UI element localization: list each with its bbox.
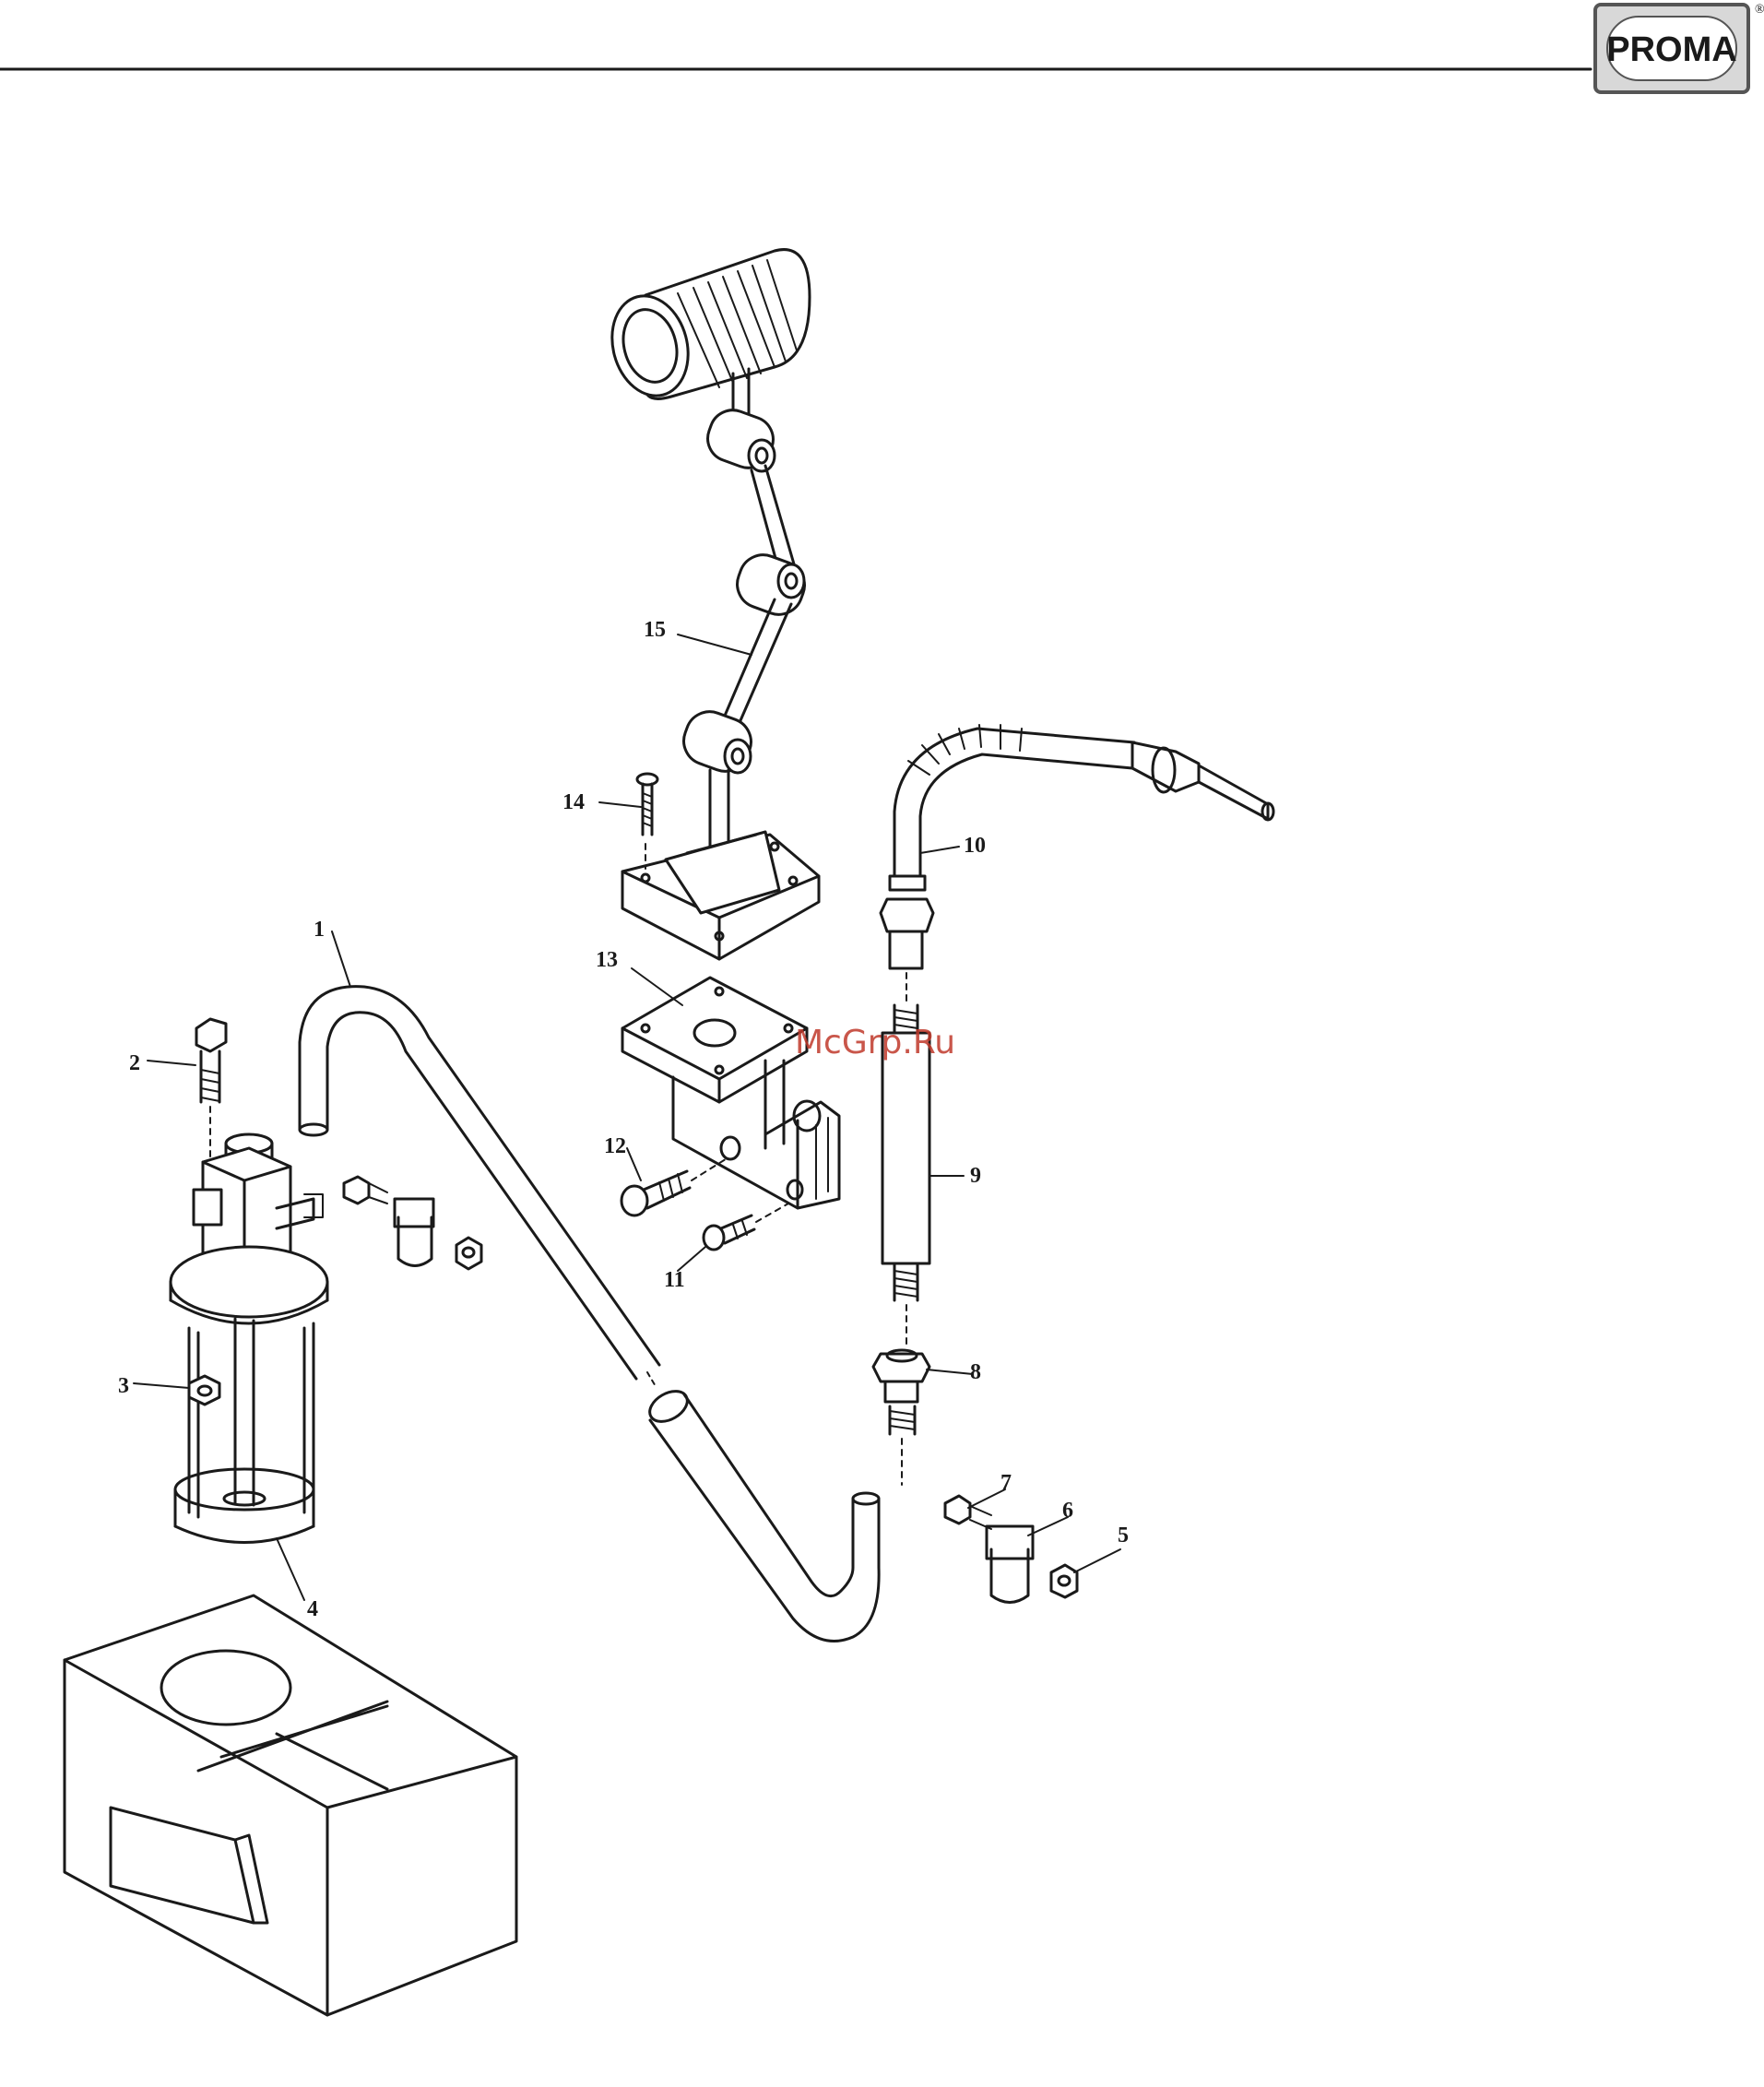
clamp-lower: [945, 1496, 1077, 1603]
screw-14: [637, 774, 657, 869]
lamp-assembly: [601, 250, 819, 959]
callout-7: 7: [1000, 1471, 1012, 1495]
flexible-nozzle-10: [881, 725, 1273, 968]
callout-11: 11: [664, 1268, 685, 1292]
callout-14: 14: [562, 790, 585, 814]
callout-3: 3: [118, 1374, 129, 1398]
callout-2: 2: [129, 1051, 140, 1075]
logo-text: PROMA: [1606, 30, 1736, 69]
watermark: McGrp.Ru: [795, 1024, 955, 1061]
callout-13: 13: [596, 948, 618, 972]
registered-mark: ®: [1755, 3, 1764, 17]
bolt-12: [622, 1157, 728, 1215]
pump-assembly: [171, 1019, 327, 1543]
callout-10: 10: [964, 834, 986, 858]
callout-4: 4: [307, 1597, 318, 1621]
callout-15: 15: [644, 618, 666, 642]
callout-12: 12: [604, 1134, 626, 1158]
coolant-tank: [65, 1595, 516, 2015]
proma-logo: PROMA ®: [1595, 3, 1764, 92]
leader-lines: [134, 634, 1120, 1600]
callout-1: 1: [314, 918, 325, 942]
mounting-bracket-13: [622, 978, 839, 1208]
callout-8: 8: [970, 1360, 981, 1384]
fitting-8: [873, 1350, 929, 1485]
callout-6: 6: [1062, 1499, 1073, 1523]
callout-5: 5: [1118, 1524, 1129, 1547]
callout-9: 9: [970, 1164, 981, 1188]
clamp-upper: [344, 1177, 481, 1269]
hose-1: [300, 987, 879, 1642]
screw-11: [704, 1204, 788, 1250]
